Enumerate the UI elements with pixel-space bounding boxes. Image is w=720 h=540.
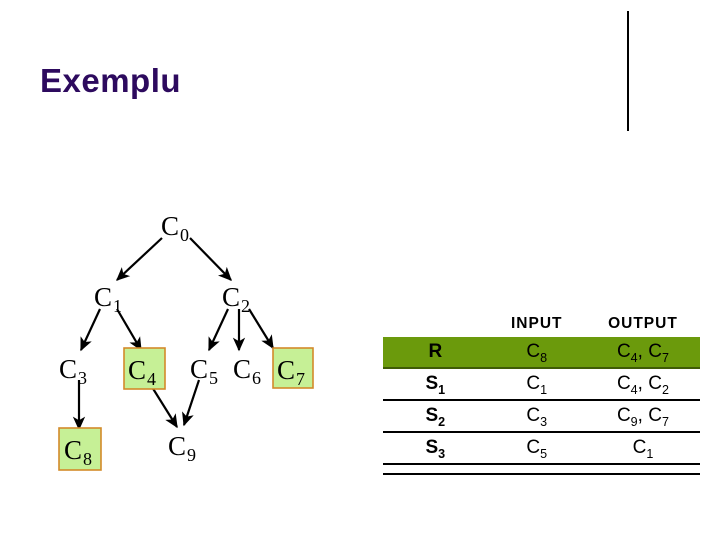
row-input: C5	[487, 432, 586, 465]
node-box-c7	[272, 347, 314, 389]
header-output: OUTPUT	[608, 314, 678, 332]
row-label: R	[383, 337, 488, 369]
edge-c0-c1	[116, 237, 163, 281]
header-name	[383, 310, 488, 337]
node-c4: C 4	[128, 355, 156, 389]
node-c4-base: C	[128, 355, 146, 385]
node-c8-sub: 8	[83, 449, 92, 469]
node-box-c8	[58, 427, 102, 471]
node-c6-sub: 6	[252, 368, 261, 388]
row-input: C8	[487, 337, 586, 369]
node-c0: C 0	[161, 211, 189, 245]
table-header-row: INPUT OUTPUT	[383, 310, 700, 337]
row-label: S2	[383, 400, 488, 433]
node-c5-sub: 5	[209, 368, 218, 388]
node-c1-base: C	[94, 282, 112, 312]
node-c2-base: C	[222, 282, 240, 312]
edge-c0-c2	[189, 237, 232, 281]
node-c5-base: C	[190, 354, 208, 384]
edge-c2-c7	[248, 308, 274, 350]
node-c1-sub: 1	[113, 296, 122, 316]
row-label: S3	[383, 432, 488, 465]
node-c4-sub: 4	[147, 369, 156, 389]
node-c7: C 7	[277, 355, 305, 389]
node-c8-base: C	[64, 435, 82, 465]
node-c6: C 6	[233, 354, 261, 388]
node-c6-base: C	[233, 354, 251, 384]
node-c7-base: C	[277, 355, 295, 385]
node-c9-base: C	[168, 431, 186, 461]
node-c3: C 3	[59, 354, 87, 388]
edge-c2-c5	[208, 308, 229, 352]
edge-c5-c9	[182, 379, 201, 427]
row-output: C4, C7	[585, 337, 700, 369]
node-c2-sub: 2	[241, 296, 250, 316]
diagram-nodes: C 0 C 1 C 2 C 3 C 4	[59, 211, 305, 469]
node-box-c4	[123, 347, 166, 390]
node-c0-base: C	[161, 211, 179, 241]
row-output: C4, C2	[585, 368, 700, 401]
edge-c1-c3	[80, 308, 101, 352]
row-input: C1	[487, 368, 586, 401]
class-hierarchy-diagram: C 0 C 1 C 2 C 3 C 4	[0, 180, 380, 500]
row-output: C9, C7	[585, 400, 700, 433]
node-c0-sub: 0	[180, 225, 189, 245]
table-row[interactable]: S3 C5 C1	[383, 432, 700, 465]
edge-c1-c4	[116, 308, 142, 352]
node-c5: C 5	[190, 354, 218, 388]
node-c7-sub: 7	[296, 369, 305, 389]
row-label: S1	[383, 368, 488, 401]
table-row[interactable]: S1 C1 C4, C2	[383, 368, 700, 401]
node-c9: C 9	[168, 431, 196, 465]
node-c3-sub: 3	[78, 368, 87, 388]
table-bottom-rule	[383, 464, 700, 475]
input-output-table: INPUT OUTPUT R C8 C4, C7 S1 C1 C4, C2 S2…	[383, 310, 700, 475]
row-output: C1	[585, 432, 700, 465]
node-c9-sub: 9	[187, 445, 196, 465]
node-c3-base: C	[59, 354, 77, 384]
diagram-edges	[72, 237, 274, 431]
header-input: INPUT	[510, 314, 563, 332]
node-c1: C 1	[94, 282, 122, 316]
table-row[interactable]: R C8 C4, C7	[383, 337, 700, 369]
title-vertical-rule	[627, 11, 629, 131]
page-title: Exemplu	[40, 62, 182, 99]
table-row[interactable]: S2 C3 C9, C7	[383, 400, 700, 433]
row-input: C3	[487, 400, 586, 433]
node-c8: C 8	[64, 435, 92, 469]
node-c2: C 2	[222, 282, 250, 316]
edge-c4-c9	[151, 386, 178, 429]
